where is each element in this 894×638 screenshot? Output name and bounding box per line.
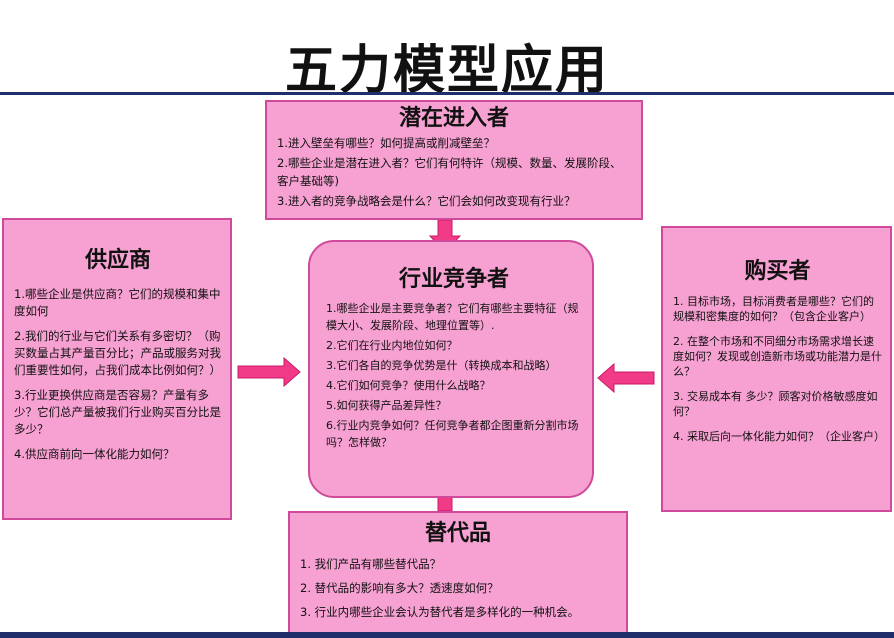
potential-entrants-list: 1.进入壁垒有哪些？如何提高或削减壁垒？ 2.哪些企业是潜在进入者？它们有何特许… — [277, 134, 631, 210]
arrow-left-icon — [597, 362, 655, 394]
buyers-list: 1. 目标市场，目标消费者是哪些？它们的规模和密集度的如何？（包含企业客户） 2… — [673, 294, 885, 444]
list-item: 4.供应商前向一体化能力如何？ — [14, 447, 175, 461]
potential-entrants-box: 潜在进入者 1.进入壁垒有哪些？如何提高或削减壁垒？ 2.哪些企业是潜在进入者？… — [265, 100, 643, 220]
potential-entrants-heading: 潜在进入者 — [398, 106, 509, 131]
industry-competitors-heading: 行业竞争者 — [398, 267, 509, 292]
suppliers-list: 1.哪些企业是供应商？它们的规模和集中度如何 2.我们的行业与它们关系有多密切？… — [14, 286, 222, 463]
list-item: 5.如何获得产品差异性？ — [326, 399, 447, 412]
list-item: 3.它们各自的竞争优势是什（转换成本和战略） — [326, 359, 557, 372]
list-item: 6.行业内竞争如何？任何竞争者都企图重新分割市场吗？怎样做？ — [326, 419, 579, 449]
list-item: 2.它们在行业内地位如何？ — [326, 339, 458, 352]
title-divider — [0, 92, 894, 95]
substitutes-heading: 替代品 — [424, 521, 491, 546]
substitutes-list: 1. 我们产品有哪些替代品？ 2. 替代品的影响有多大？透速度如何？ 3. 行业… — [300, 555, 616, 621]
list-item: 2. 替代品的影响有多大？透速度如何？ — [300, 581, 499, 595]
list-item: 3.行业更换供应商是否容易？产量有多少？它们总产量被我们行业购买百分比是多少？ — [14, 388, 221, 436]
list-item: 4. 采取后向一体化能力如何？（企业客户） — [673, 430, 885, 443]
suppliers-box: 供应商 1.哪些企业是供应商？它们的规模和集中度如何 2.我们的行业与它们关系有… — [2, 218, 232, 520]
buyers-heading: 购买者 — [744, 259, 811, 284]
footer-bar — [0, 632, 894, 638]
suppliers-heading: 供应商 — [84, 248, 151, 273]
buyers-box: 购买者 1. 目标市场，目标消费者是哪些？它们的规模和密集度的如何？（包含企业客… — [661, 226, 892, 512]
list-item: 1.哪些企业是主要竞争者？它们有哪些主要特征（规模大小、发展阶段、地理位置等）. — [326, 302, 579, 332]
substitutes-box: 替代品 1. 我们产品有哪些替代品？ 2. 替代品的影响有多大？透速度如何？ 3… — [288, 511, 628, 635]
industry-competitors-box: 行业竞争者 1.哪些企业是主要竞争者？它们有哪些主要特征（规模大小、发展阶段、地… — [308, 240, 594, 498]
industry-competitors-list: 1.哪些企业是主要竞争者？它们有哪些主要特征（规模大小、发展阶段、地理位置等）.… — [326, 300, 582, 451]
list-item: 2.我们的行业与它们关系有多密切？（购买数量占其产量百分比；产品或服务对我们重要… — [14, 329, 221, 377]
arrow-right-icon — [237, 356, 301, 388]
list-item: 3. 行业内哪些企业会认为替代者是多样化的一种机会。 — [300, 605, 580, 619]
list-item: 1. 目标市场，目标消费者是哪些？它们的规模和密集度的如何？（包含企业客户） — [673, 295, 874, 323]
list-item: 1.哪些企业是供应商？它们的规模和集中度如何 — [14, 287, 221, 318]
list-item: 3.进入者的竞争战略会是什么？它们会如何改变现有行业？ — [277, 194, 576, 208]
list-item: 1. 我们产品有哪些替代品？ — [300, 557, 442, 571]
list-item: 1.进入壁垒有哪些？如何提高或削减壁垒？ — [277, 136, 495, 150]
list-item: 2.哪些企业是潜在进入者？它们有何特许（规模、数量、发展阶段、客户基础等) — [277, 156, 622, 188]
list-item: 3. 交易成本有 多少？顾客对价格敏感度如何？ — [673, 390, 878, 418]
list-item: 2. 在整个市场和不同细分市场需求增长速度如何？发现或创造新市场或功能潜力是什么… — [673, 335, 882, 378]
list-item: 4.它们如何竞争？使用什么战略？ — [326, 379, 491, 392]
page-title: 五力模型应用 — [284, 40, 609, 101]
